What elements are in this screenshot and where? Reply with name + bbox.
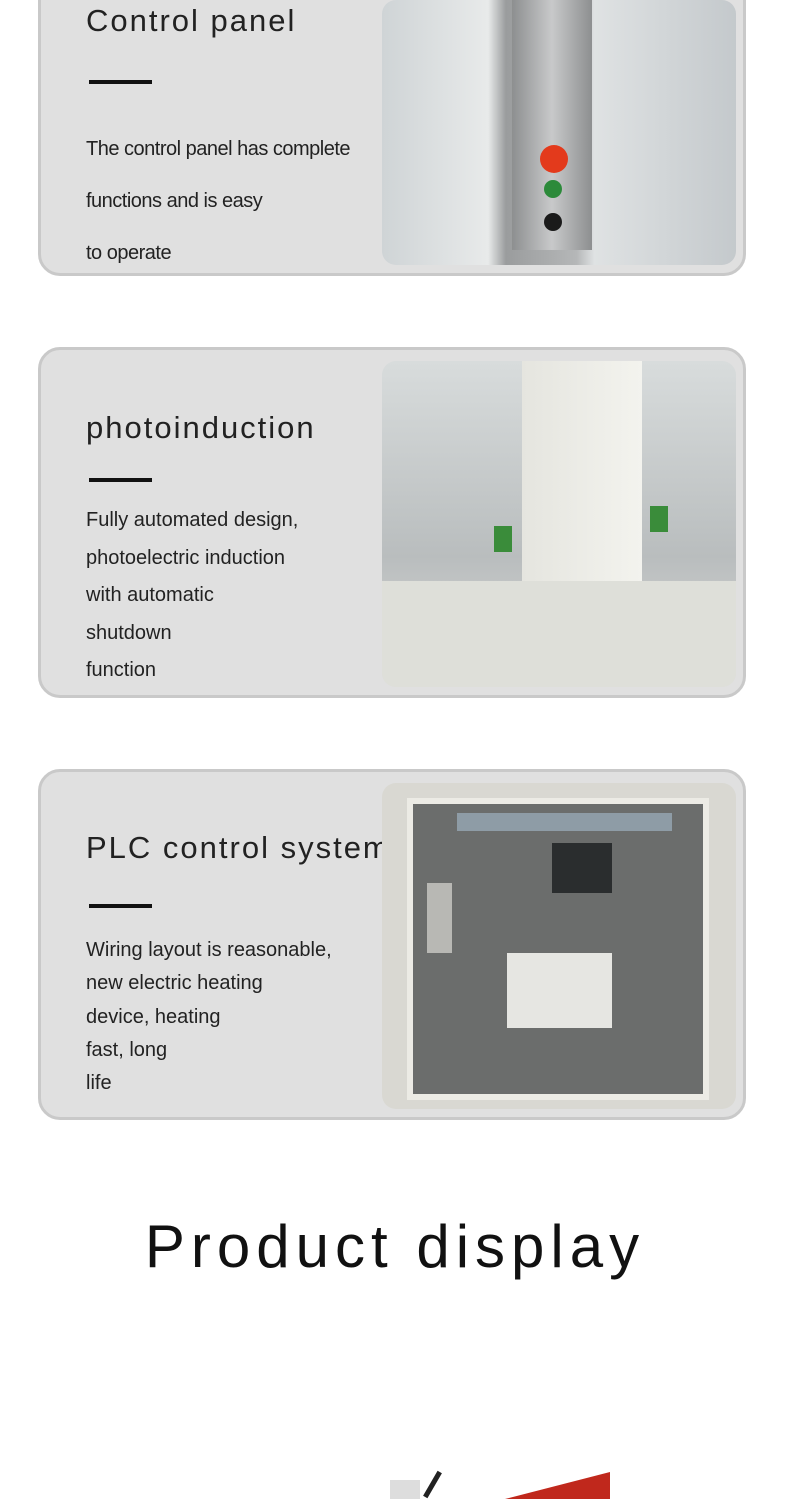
desc-line: fast, long xyxy=(86,1038,168,1061)
desc-line: device, heating xyxy=(86,1005,221,1028)
desc-line: to operate xyxy=(86,242,172,264)
desc-line: new electric heating xyxy=(86,972,263,995)
desc-line: shutdown xyxy=(86,621,172,644)
desc-line: Fully automated design, xyxy=(86,509,299,531)
feature-card-plc: PLC control system Wiring layout is reas… xyxy=(38,769,746,1120)
feature-title: Control panel xyxy=(86,3,297,38)
feature-description: Wiring layout is reasonable, new electri… xyxy=(86,934,332,1100)
title-underline xyxy=(89,478,152,482)
desc-line: life xyxy=(86,1072,112,1095)
product-photo xyxy=(390,1470,615,1499)
feature-title: PLC control system xyxy=(86,830,391,865)
product-display-heading: Product display xyxy=(144,1213,646,1280)
feature-card-control-panel: Control panel The control panel has comp… xyxy=(38,0,746,276)
plc-cabinet-photo xyxy=(382,783,736,1109)
photoinduction-photo xyxy=(382,361,736,687)
feature-title: photoinduction xyxy=(86,410,316,445)
feature-description: The control panel has complete functions… xyxy=(86,123,351,279)
feature-card-photoinduction: photoinduction Fully automated design, p… xyxy=(38,347,746,698)
desc-line: functions and is easy xyxy=(86,190,263,212)
title-underline xyxy=(89,904,152,908)
feature-description: Fully automated design, photoelectric in… xyxy=(86,502,298,690)
desc-line: function xyxy=(86,659,157,681)
desc-line: photoelectric induction xyxy=(86,546,286,569)
title-underline xyxy=(89,80,152,84)
desc-line: with automatic xyxy=(86,584,214,606)
desc-line: The control panel has complete xyxy=(86,138,351,160)
desc-line: Wiring layout is reasonable, xyxy=(86,939,332,961)
control-panel-photo xyxy=(382,0,736,265)
